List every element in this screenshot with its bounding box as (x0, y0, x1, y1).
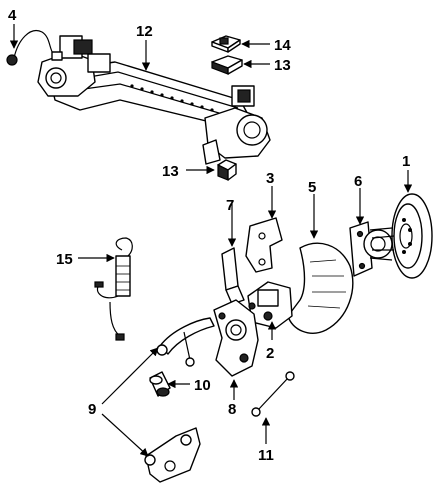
control-arm-lower (144, 427, 201, 483)
bumper-lower (217, 159, 237, 181)
callout-15: 15 (56, 251, 73, 268)
bushing (149, 371, 171, 397)
abs-sensor-harness (6, 30, 63, 66)
rear-axle-beam (37, 35, 271, 165)
callout-4: 4 (8, 7, 17, 24)
callout-labels: 1 2 3 4 5 6 7 8 9 10 11 12 13 13 14 15 (8, 7, 410, 464)
tie-rod-link (251, 371, 295, 417)
callout-13-lower: 13 (162, 163, 179, 180)
insulator-pad-upper (211, 35, 241, 53)
splash-shield (287, 242, 354, 334)
abs-wheel-speed-sensor (94, 237, 133, 341)
control-arm-upper (156, 317, 215, 367)
callout-3: 3 (266, 170, 274, 187)
callout-10: 10 (194, 377, 211, 394)
brake-caliper (247, 281, 293, 329)
callout-8: 8 (228, 401, 236, 418)
beam-holes (130, 84, 214, 112)
brake-pad (221, 247, 245, 305)
callout-1: 1 (402, 153, 410, 170)
callout-6: 6 (354, 173, 362, 190)
callout-7: 7 (226, 197, 234, 214)
leader-lines (9, 24, 413, 457)
callout-5: 5 (308, 179, 316, 196)
brake-drum (391, 193, 433, 279)
callout-14: 14 (274, 37, 291, 54)
callout-12: 12 (136, 23, 153, 40)
callout-13-upper: 13 (274, 57, 291, 74)
callout-2: 2 (266, 345, 274, 362)
caliper-bracket (245, 217, 283, 273)
callout-11: 11 (258, 447, 274, 464)
callout-9: 9 (88, 401, 96, 418)
bumper-upper (211, 55, 243, 75)
hub-bearing (349, 221, 395, 277)
steering-knuckle (213, 299, 259, 377)
